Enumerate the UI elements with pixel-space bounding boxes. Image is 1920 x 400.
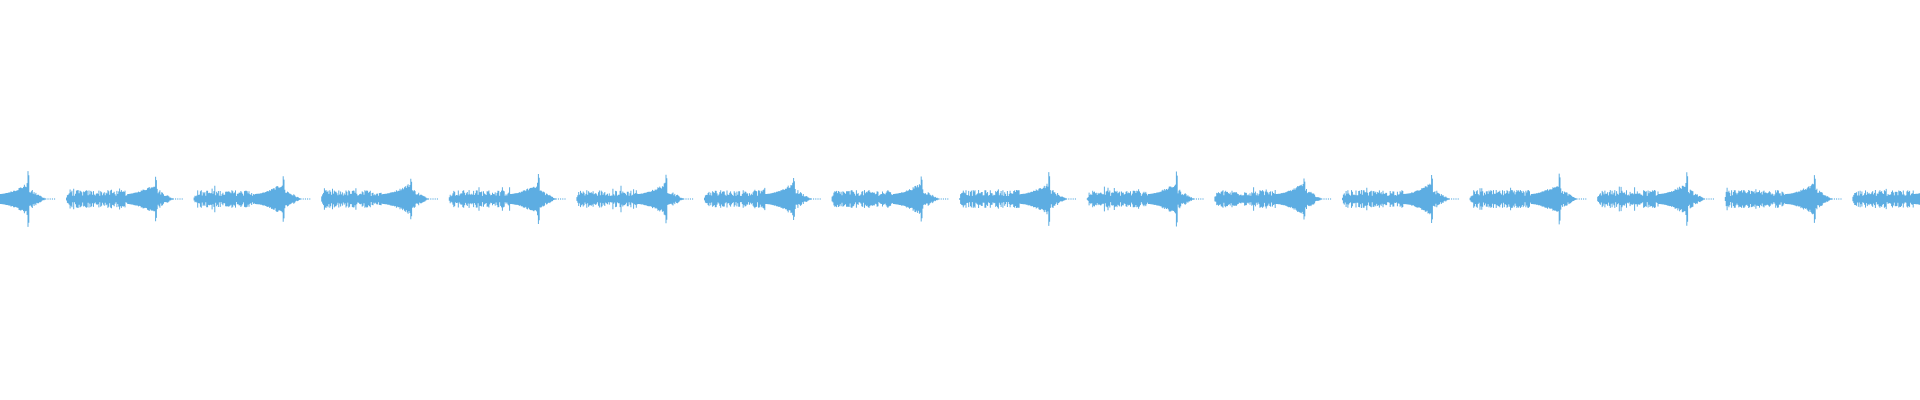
waveform-segment [1342, 175, 1459, 223]
waveform-segment [0, 171, 56, 227]
waveform-segment [1214, 178, 1332, 220]
waveform-segment [193, 176, 311, 222]
waveform-segment [1852, 188, 1920, 210]
waveform-segment [959, 172, 1076, 226]
waveform-segment [321, 178, 438, 220]
waveform-segment [1724, 175, 1842, 223]
waveform-segments [0, 171, 1920, 227]
waveform-segment [1469, 173, 1587, 225]
waveform-segment [1597, 172, 1714, 226]
waveform-segment [704, 178, 821, 220]
waveform-segment [448, 174, 566, 224]
waveform-segment [1086, 171, 1204, 227]
waveform-segment [831, 176, 949, 222]
waveform-segment [66, 176, 183, 222]
waveform-segment [576, 174, 694, 224]
